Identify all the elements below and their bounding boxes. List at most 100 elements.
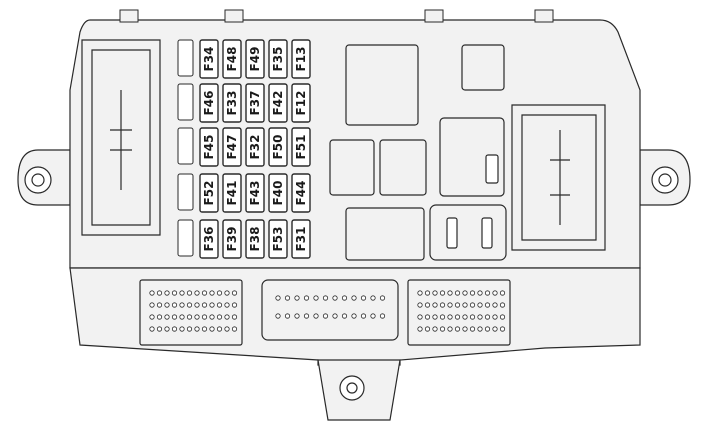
fuse: F52 — [199, 173, 219, 213]
connector-pin — [224, 290, 230, 296]
fuse-label: F37 — [248, 91, 262, 116]
fuse-label: F31 — [294, 227, 308, 252]
connector-pin — [216, 326, 223, 332]
empty-fuse-slot — [177, 173, 194, 211]
connector-pin — [171, 326, 178, 332]
connector-pin — [417, 290, 423, 296]
connector-pin — [499, 290, 506, 296]
relay-block — [461, 44, 505, 91]
fuse-label: F50 — [271, 135, 285, 160]
fuse-body — [199, 83, 219, 123]
connector-pin — [477, 314, 483, 320]
right-mounting-hole-inner — [658, 173, 672, 187]
bottom-connectors — [139, 279, 511, 346]
fuse: F38 — [245, 219, 265, 259]
fuse: F31 — [291, 219, 311, 259]
fuse: F35 — [268, 39, 288, 79]
mounting-holes — [24, 166, 679, 401]
fuse-label: F42 — [271, 91, 285, 116]
connector-pin — [417, 314, 423, 320]
fuse-label: F35 — [271, 47, 285, 72]
connector-pin — [322, 295, 329, 301]
connector-pin — [275, 313, 281, 319]
fuse-body — [222, 39, 242, 79]
connector-pin — [424, 326, 431, 332]
fuse-label: F39 — [225, 227, 239, 252]
empty-fuse-slot — [177, 127, 194, 165]
empty-fuse-slots — [177, 39, 194, 257]
connector-pin — [439, 326, 446, 332]
connector-pin — [149, 314, 155, 320]
fuse-body — [199, 39, 219, 79]
fuse-body — [268, 173, 288, 213]
connector-pin — [341, 313, 348, 319]
left-relay-connector — [81, 39, 161, 236]
top-clip — [119, 9, 139, 23]
right-multipin-connector — [407, 279, 511, 346]
fuse-body — [245, 39, 265, 79]
connector-pin — [454, 314, 461, 320]
connector-pin — [179, 302, 185, 308]
relay-slot — [446, 217, 458, 249]
connector-pin — [417, 302, 423, 308]
relay-blocks — [329, 44, 507, 261]
connector-pin — [156, 302, 163, 308]
connector-pin — [432, 314, 438, 320]
fuse: F36 — [199, 219, 219, 259]
connector-pin — [231, 326, 238, 332]
connector-pin — [179, 290, 185, 296]
fuse: F44 — [291, 173, 311, 213]
connector-pin — [231, 290, 238, 296]
connector-pin — [454, 326, 461, 332]
connector-pin — [447, 314, 453, 320]
fuse: F43 — [245, 173, 265, 213]
fuse: F41 — [222, 173, 242, 213]
connector-pin — [370, 313, 376, 319]
connector-pin — [186, 314, 193, 320]
relay-slot — [481, 217, 493, 249]
connector-pins — [149, 290, 506, 332]
connector-pin — [171, 302, 178, 308]
connector-pin — [186, 326, 193, 332]
connector-pin — [499, 302, 506, 308]
connector-pin — [313, 295, 319, 301]
empty-fuse-slot — [177, 39, 194, 77]
relay-block — [345, 207, 425, 261]
connector-pin — [447, 290, 453, 296]
connector-pin — [360, 295, 367, 301]
fuse-body — [199, 127, 219, 167]
fuse-body — [268, 39, 288, 79]
fuse-body — [268, 219, 288, 259]
connector-pin — [171, 314, 178, 320]
connector-pin — [284, 295, 291, 301]
connector-pin — [484, 314, 491, 320]
connector-pin — [432, 302, 438, 308]
connector-pin — [171, 290, 178, 296]
connector-pin — [156, 314, 163, 320]
connector-pin — [209, 326, 215, 332]
connector-pin — [216, 302, 223, 308]
connector-pin — [164, 290, 170, 296]
connector-pin — [499, 326, 506, 332]
connector-pin — [379, 295, 386, 301]
connector-pin — [469, 326, 476, 332]
fuse-label: F51 — [294, 135, 308, 160]
connector-pin — [332, 295, 338, 301]
fuse-body — [291, 173, 311, 213]
fuse-label: F33 — [225, 91, 239, 116]
fuse-body — [245, 127, 265, 167]
empty-fuse-slot — [177, 219, 194, 257]
bottom-mounting-hole-inner — [346, 382, 358, 394]
connector-pin — [303, 313, 310, 319]
relay-block — [379, 139, 427, 196]
connector-pin — [156, 290, 163, 296]
connector-pin — [462, 314, 468, 320]
connector-pin — [209, 290, 215, 296]
connector-pin — [484, 326, 491, 332]
connector-pin — [477, 290, 483, 296]
connector-pin — [275, 295, 281, 301]
connector-pin — [370, 295, 376, 301]
connector-pin — [322, 313, 329, 319]
connector-pin — [454, 290, 461, 296]
connector-pin — [332, 313, 338, 319]
